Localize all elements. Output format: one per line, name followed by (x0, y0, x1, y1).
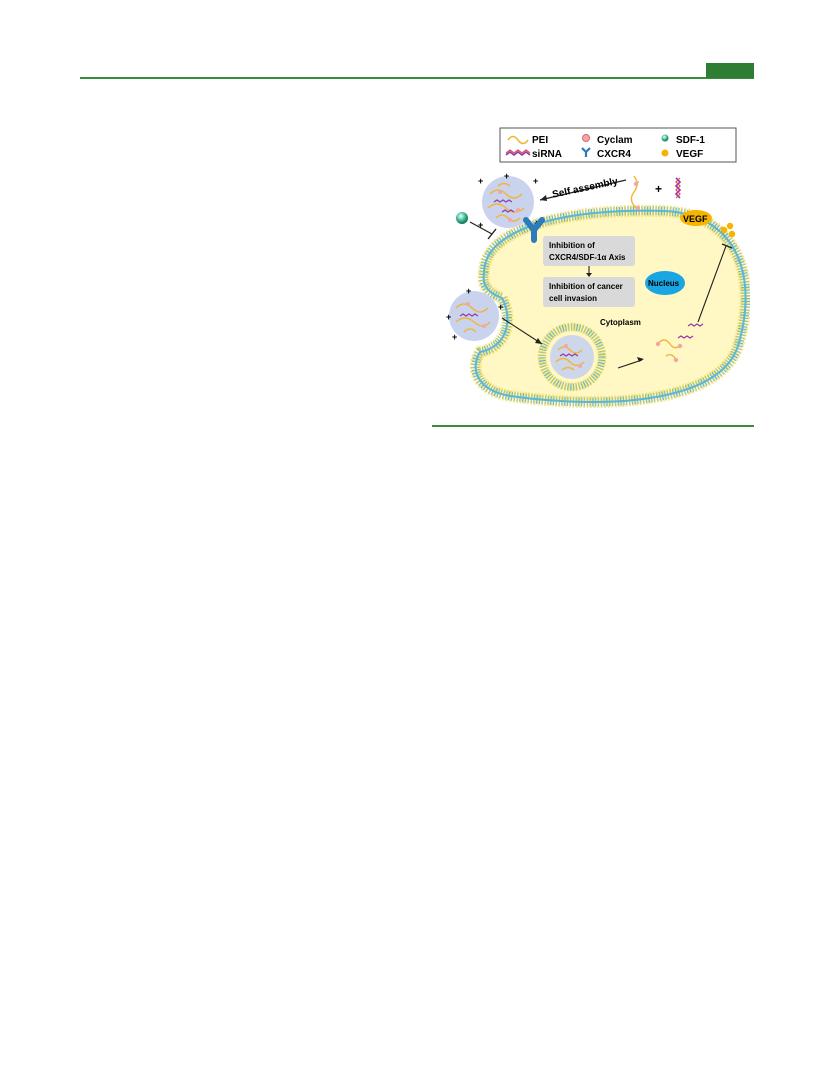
endosome (537, 322, 607, 392)
cytoplasm-label: Cytoplasm (600, 318, 641, 327)
cxcr4-icon (581, 147, 591, 157)
released-pei (655, 339, 683, 363)
legend-pei: PEI (532, 135, 548, 146)
header-tab (706, 63, 754, 78)
legend-sdf1: SDF-1 (676, 135, 705, 146)
sirna-icon (505, 151, 531, 156)
header-rule (80, 77, 754, 79)
legend-sirna: siRNA (532, 149, 562, 160)
inhibition-box-2: Inhibition of cancer cell invasion (543, 277, 635, 307)
legend-cyclam: Cyclam (597, 135, 633, 146)
vegf-label: VEGF (683, 214, 708, 224)
sdf1-blocked (456, 212, 497, 240)
figure: PEI siRNA Cyclam CXCR4 SDF-1 VEGF ++ ++ … (446, 127, 750, 408)
svg-text:+: + (504, 171, 509, 181)
svg-text:+: + (478, 220, 483, 230)
svg-text:+: + (498, 302, 503, 312)
box1-line1: Inhibition of (549, 241, 595, 250)
inhibition-box-1: Inhibition of CXCR4/SDF-1α Axis (543, 236, 635, 266)
svg-text:+: + (446, 312, 451, 322)
vegf-icon (661, 149, 669, 157)
plus-label: + (655, 182, 662, 196)
pei-icon (507, 135, 529, 145)
sdf1-icon (661, 134, 669, 142)
svg-text:+: + (533, 176, 538, 186)
box2-line1: Inhibition of cancer (549, 282, 623, 291)
cyclam-icon (582, 134, 590, 142)
box1-line2: CXCR4/SDF-1α Axis (549, 253, 626, 262)
svg-text:+: + (452, 332, 457, 342)
legend-vegf: VEGF (676, 149, 703, 160)
nucleus-label: Nucleus (648, 279, 680, 288)
legend-cxcr4: CXCR4 (597, 149, 631, 160)
cxcr4-receptor-icon (523, 217, 545, 243)
vegf-group: VEGF (677, 210, 736, 339)
nanoparticle-left: ++ ++ (446, 286, 503, 342)
svg-text:+: + (478, 176, 483, 186)
self-assembly-label: Self assembly (551, 176, 619, 201)
svg-text:+: + (466, 286, 471, 296)
nucleus: Nucleus (645, 271, 685, 295)
legend: PEI siRNA Cyclam CXCR4 SDF-1 VEGF (499, 127, 737, 163)
figure-bottom-rule (432, 425, 754, 427)
box2-line2: cell invasion (549, 294, 597, 303)
